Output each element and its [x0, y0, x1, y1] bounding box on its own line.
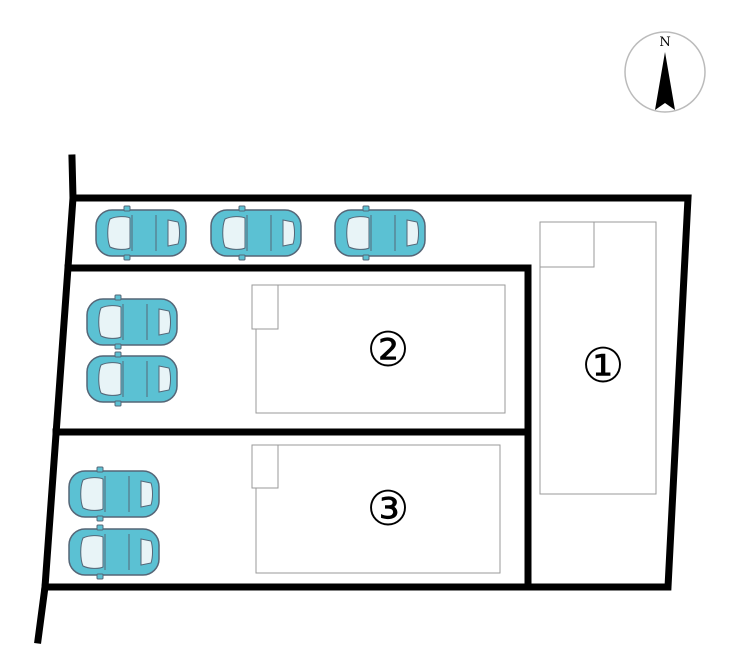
- lot-1: ①: [581, 338, 624, 394]
- car-icon: [95, 205, 187, 261]
- building-outline-lot-1: [539, 221, 657, 495]
- car-icon: [334, 205, 426, 261]
- access-line-bottom: [34, 583, 49, 644]
- lot-3-label: ③: [366, 481, 409, 537]
- lot-2-boundary: [64, 264, 532, 591]
- compass: N: [624, 31, 706, 113]
- building-outline-lot-2: [251, 284, 506, 414]
- access-line-top: [68, 154, 77, 202]
- site-outer-boundary: [41, 194, 692, 591]
- north-arrow-icon: [655, 52, 675, 110]
- lot-2-label: ②: [366, 322, 409, 378]
- lot-2: ②: [366, 322, 409, 378]
- car-icon: [86, 294, 178, 350]
- lot-boundaries: [34, 154, 692, 644]
- compass-north-label: N: [659, 35, 670, 50]
- car-icon: [68, 524, 160, 580]
- car-icon: [68, 466, 160, 522]
- building-outline-lot-3: [251, 444, 501, 574]
- lot-3: ③: [366, 481, 409, 537]
- lot-1-label: ①: [581, 338, 624, 394]
- car-icon: [86, 351, 178, 407]
- car-icon: [210, 205, 302, 261]
